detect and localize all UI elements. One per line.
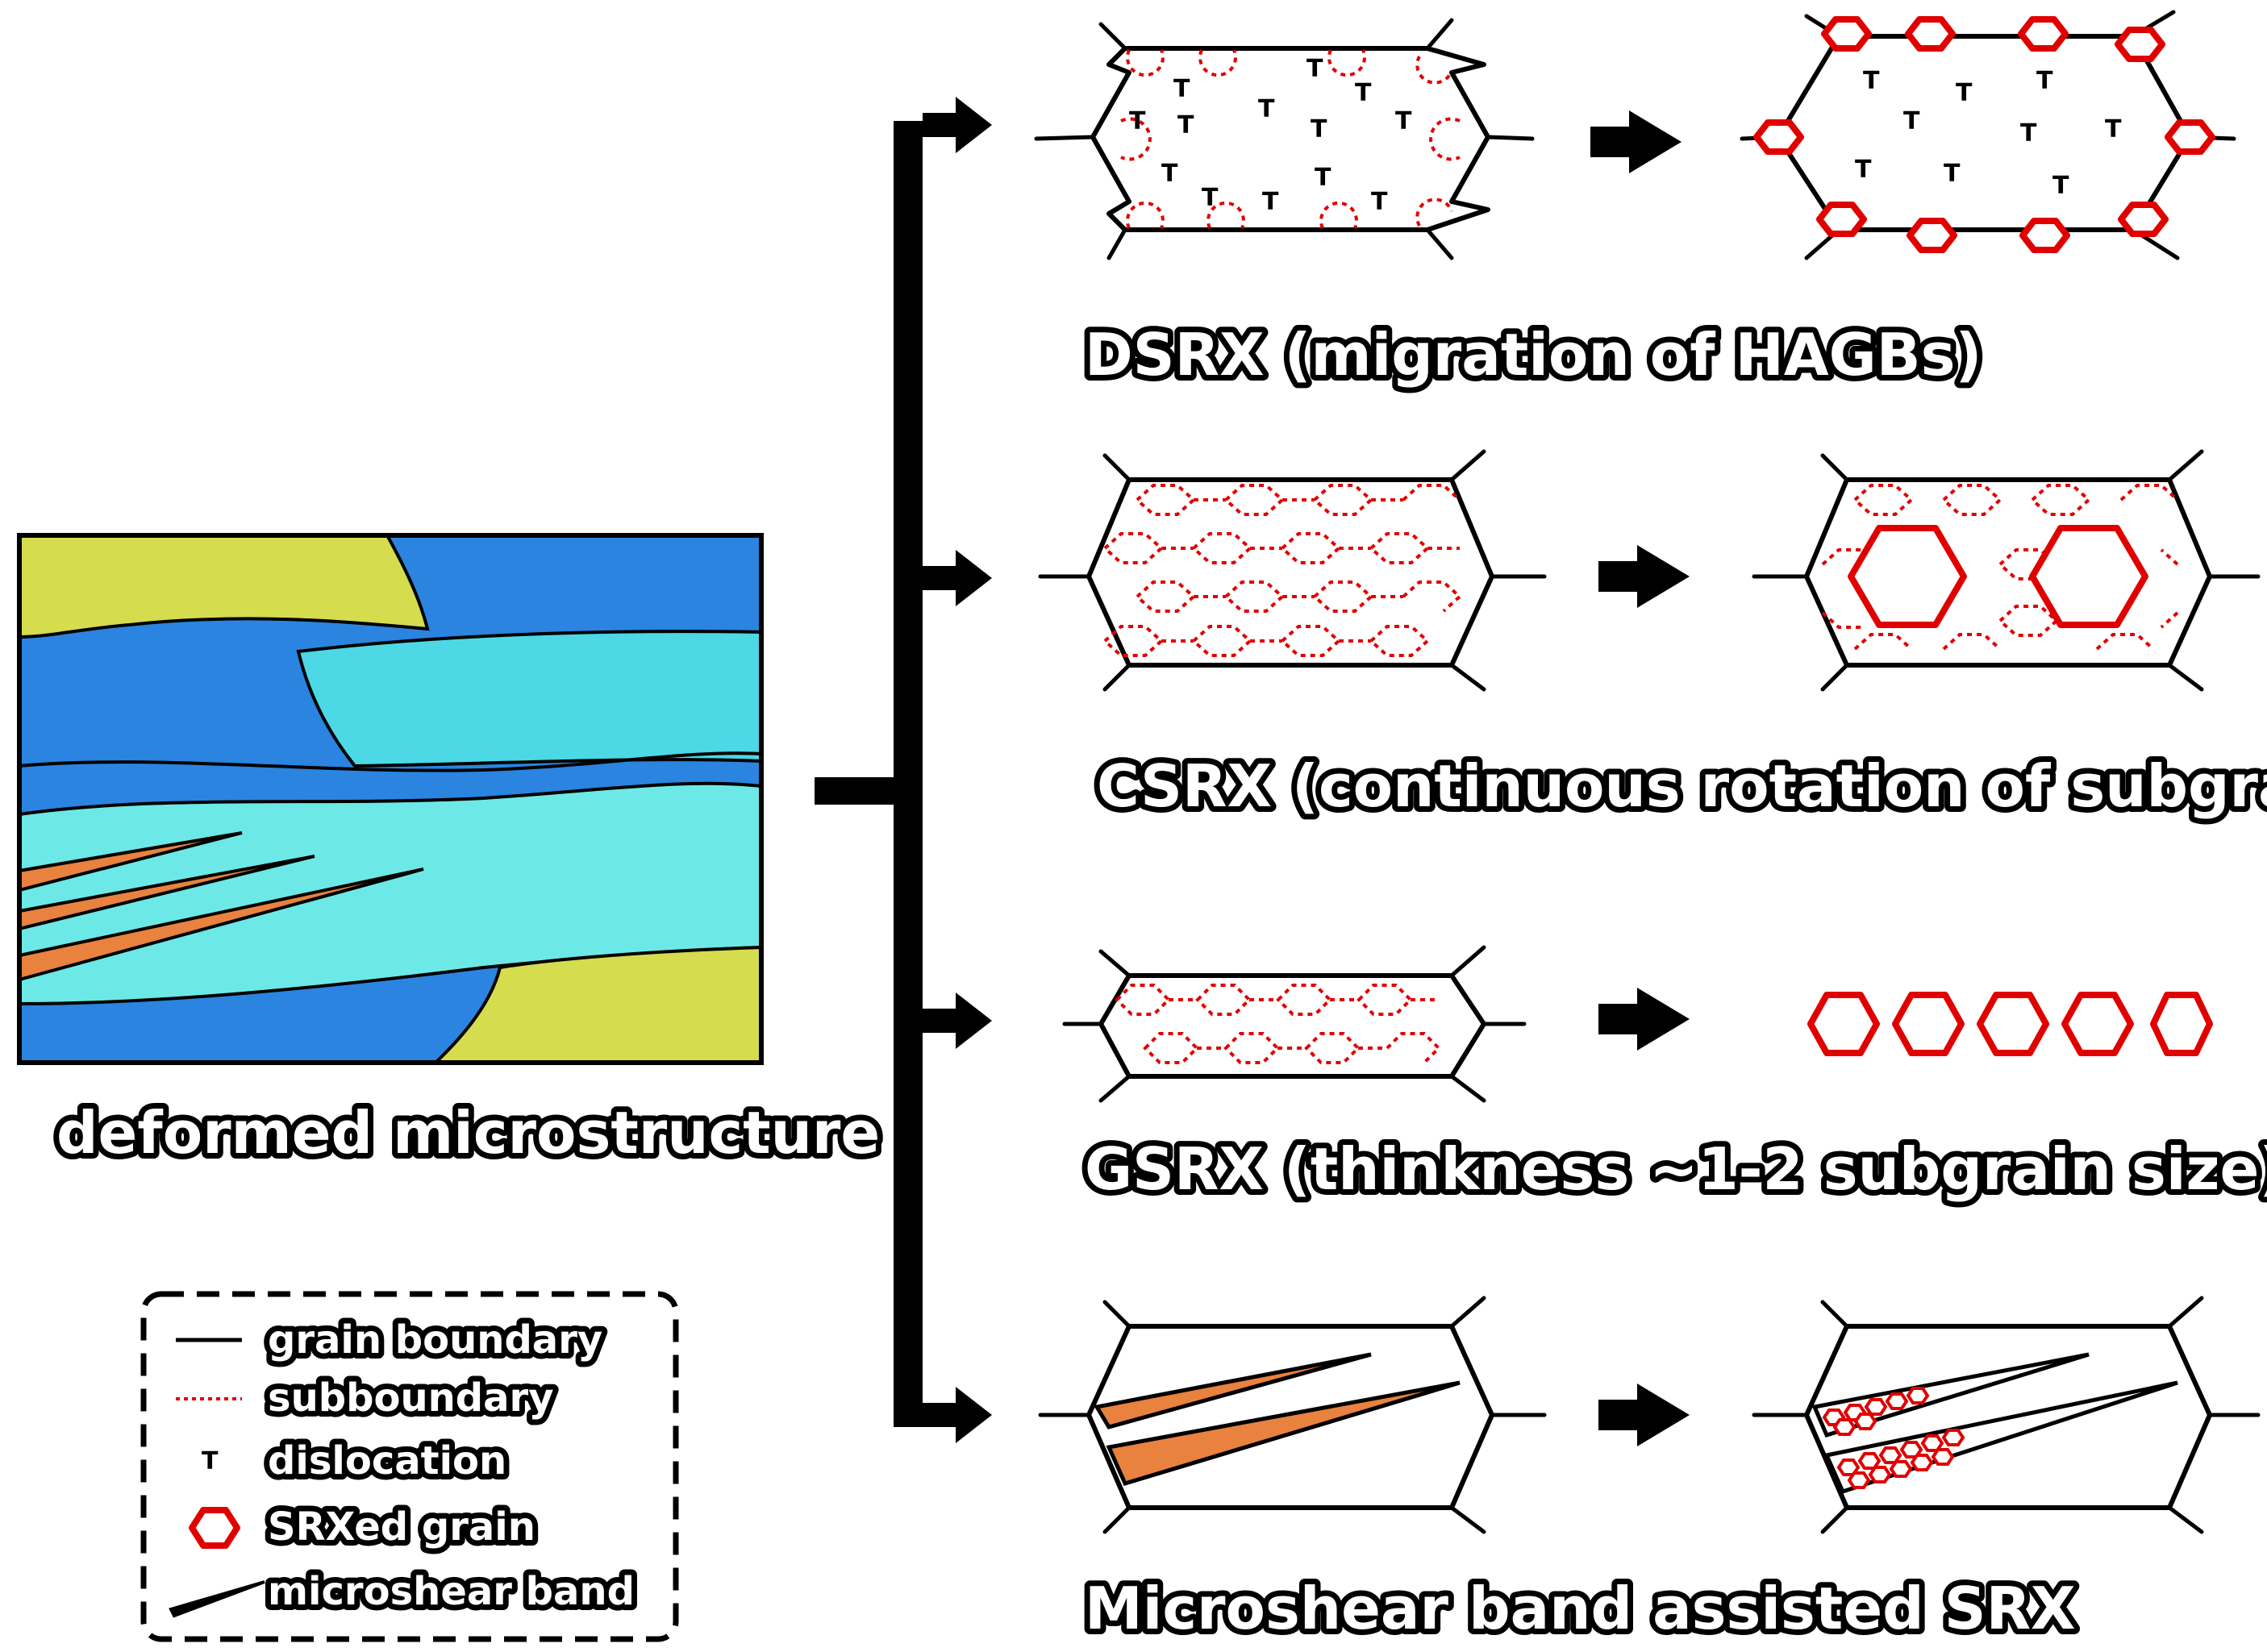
legend-label-dislocation: dislocation <box>268 1438 506 1483</box>
dislocation-icon: T <box>2105 115 2122 144</box>
legend-label-grain-boundary: grain boundary <box>268 1317 602 1363</box>
branch-arrows <box>815 97 992 1443</box>
dislocation-icon: T <box>1129 107 1146 135</box>
dislocation-icon: T <box>1355 79 1372 107</box>
dislocation-icon: T <box>2052 172 2069 200</box>
gsrx-before-grain <box>1062 945 1527 1103</box>
dsrx-before-grain: T T T T T T T T T T T T T <box>1034 18 1535 260</box>
dislocation-icon: T <box>1173 75 1190 103</box>
microshear-band-icon <box>169 1580 265 1618</box>
dislocation-icon: T <box>1311 115 1327 144</box>
label-microshear-srx: Microshear band assisted SRX <box>1085 1575 2076 1642</box>
msrx-after-grain <box>1752 1296 2261 1534</box>
csrx-after-grain <box>1752 449 2261 692</box>
label-deformed-microstructure: deformed microstructure <box>56 1099 880 1167</box>
dislocation-icon: T <box>1161 160 1178 188</box>
gsrx-srxed-grains <box>1807 992 2213 1056</box>
csrx-srxed-grain-right <box>2029 525 2148 628</box>
microshear-band-recrystallized-1 <box>1811 1352 2090 1438</box>
legend-label-subboundary: subboundary <box>268 1375 554 1421</box>
csrx-before-subgrains <box>1102 484 1462 657</box>
gsrx-transform-arrow <box>1598 988 1690 1051</box>
dsrx-srxed-grains <box>1753 16 2215 253</box>
branch-arrow-dsrx <box>923 97 992 153</box>
deformed-panel-frame <box>17 533 764 1065</box>
label-gsrx: GSRX (thinkness ~1-2 subgrain size) <box>1085 1135 2267 1203</box>
legend-label-srxed-grain: SRXed grain <box>268 1504 535 1550</box>
dsrx-after-grain: T T T T T T T T T <box>1740 10 2236 260</box>
msrx-before-grain <box>1038 1296 1547 1534</box>
cyan-grain-upper <box>296 630 763 768</box>
dislocation-icon: T <box>1903 107 1920 135</box>
microshear-band-2 <box>1106 1380 1461 1487</box>
branch-arrow-csrx <box>923 550 992 606</box>
dislocation-icon: T <box>1863 67 1880 95</box>
msrx-band-srxed-grains <box>1822 1387 1965 1489</box>
dsrx-transform-arrow <box>1590 110 1681 173</box>
dislocation-icon: T <box>1855 156 1872 184</box>
legend-label-microshear-band: microshear band <box>268 1569 635 1614</box>
legend: grain boundary subboundary T dislocation… <box>140 1291 679 1642</box>
label-dsrx: DSRX (migration of HAGBs) <box>1085 321 1982 389</box>
yellow-grain-top-left <box>18 534 430 639</box>
csrx-srxed-grain-left <box>1848 525 1967 628</box>
csrx-after-subgrains <box>1821 484 2179 651</box>
dislocation-icon: T <box>2020 119 2037 148</box>
dislocation-icon: T <box>1202 184 1219 212</box>
microshear-band-1 <box>1094 1352 1372 1429</box>
dislocation-icon: T <box>1956 79 1973 107</box>
dislocations-dsrx-after: T T T T T T T T T <box>1855 67 2122 200</box>
dislocation-icon: T <box>1258 95 1275 123</box>
yellow-grain-bottom-right <box>431 945 763 1064</box>
dislocation-icon: T <box>1944 160 1961 188</box>
deformed-microstructure-panel <box>17 533 764 1065</box>
dislocation-icon: T <box>1315 164 1331 192</box>
csrx-before-grain <box>1038 449 1547 692</box>
gsrx-before-subgrains <box>1115 984 1441 1064</box>
label-csrx: CSRX (continuous rotation of subgrain) <box>1097 752 2267 820</box>
branch-arrow-gsrx <box>923 992 992 1049</box>
dislocation-icon: T <box>2036 67 2053 95</box>
srxed-grain-hexagon-icon <box>189 1507 240 1549</box>
blue-band <box>19 751 762 772</box>
dislocation-icon: T <box>1306 55 1323 83</box>
branch-arrow-msrx <box>923 1387 992 1443</box>
dislocation-icon: T <box>1371 188 1388 216</box>
dislocations-dsrx-before: T T T T T T T T T T T T T <box>1129 55 1412 216</box>
dislocation-icon: T <box>1177 111 1194 139</box>
dislocation-icon: T <box>202 1447 219 1475</box>
legend-frame <box>140 1291 679 1642</box>
dislocation-icon: T <box>1395 107 1412 135</box>
msrx-transform-arrow <box>1598 1384 1690 1446</box>
csrx-transform-arrow <box>1598 545 1690 608</box>
dislocation-icon: T <box>1262 188 1279 216</box>
